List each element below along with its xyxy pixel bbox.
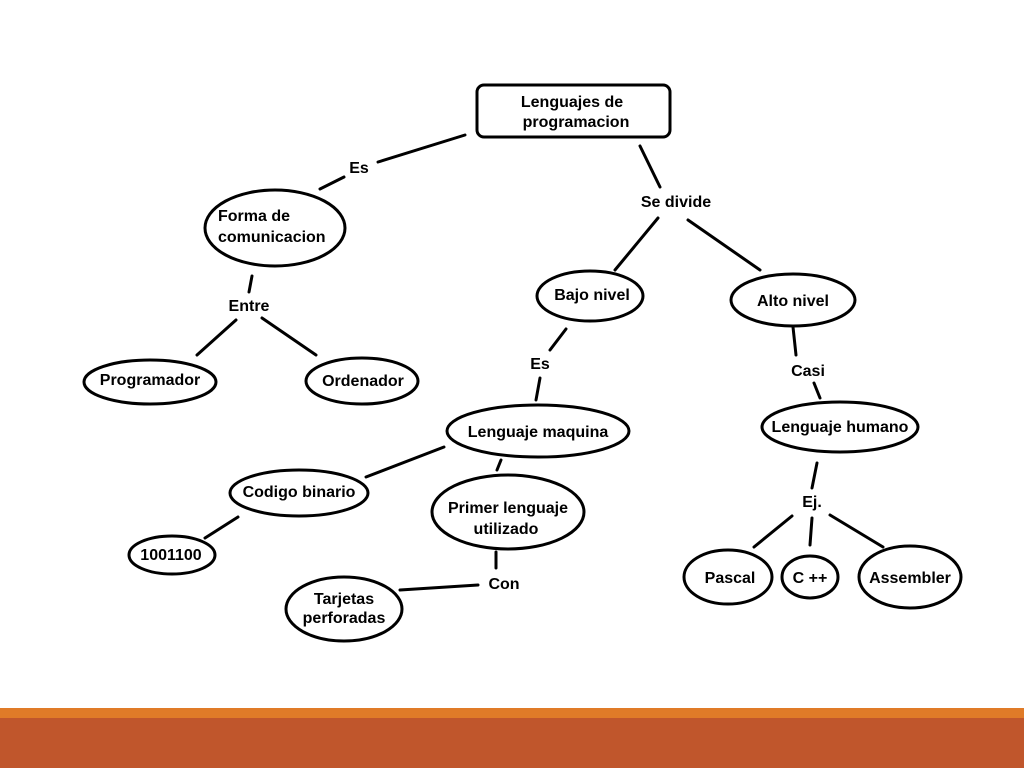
- connector: [548, 327, 568, 352]
- root-node: Lenguajes de programacion: [475, 83, 672, 139]
- connector: [376, 133, 467, 164]
- connector: [247, 274, 254, 294]
- node-label: Codigo binario: [243, 484, 356, 501]
- connector: [808, 516, 814, 547]
- node-1001100: 1001100: [127, 534, 217, 576]
- node-lenguaje-humano: Lenguaje humano: [760, 400, 920, 454]
- node-label: Alto nivel: [757, 293, 829, 310]
- node-label-line2: perforadas: [303, 610, 386, 627]
- connector: [534, 376, 542, 402]
- concept-map: Lenguajes de programacion Es Se divide E…: [82, 83, 963, 643]
- connector: [686, 218, 762, 272]
- node-label: C ++: [793, 570, 828, 587]
- node-pascal: Pascal: [682, 548, 774, 606]
- node-label-line2: utilizado: [474, 521, 539, 538]
- connector: [828, 513, 885, 549]
- node-label: Lenguaje humano: [772, 419, 909, 436]
- connector: [318, 175, 346, 191]
- connector: [752, 514, 794, 549]
- node-programador: Programador: [82, 358, 218, 406]
- node-label: Assembler: [869, 570, 951, 587]
- node-ordenador: Ordenador: [304, 356, 420, 406]
- link-label-es: Es: [349, 160, 369, 177]
- connector: [495, 458, 503, 472]
- link-label-ej: Ej.: [802, 494, 822, 511]
- footer-stripe-light: [0, 708, 1024, 718]
- root-label-line2: programacion: [523, 114, 630, 131]
- node-label: Lenguaje maquina: [468, 424, 609, 441]
- node-lenguaje-maquina: Lenguaje maquina: [445, 403, 631, 459]
- node-label: 1001100: [140, 547, 202, 564]
- node-primer-lenguaje-utilizado: Primer lenguaje utilizado: [430, 473, 586, 551]
- link-label-casi: Casi: [791, 363, 825, 380]
- node-label: Bajo nivel: [554, 287, 630, 304]
- connector: [810, 461, 819, 490]
- node-label: Ordenador: [322, 373, 404, 390]
- node-label-line2: comunicacion: [218, 229, 326, 246]
- connectors: [195, 133, 885, 592]
- link-label-es: Es: [530, 356, 550, 373]
- link-label-entre: Entre: [229, 298, 270, 315]
- connector: [613, 216, 660, 272]
- connector: [364, 445, 446, 479]
- node-assembler: Assembler: [857, 544, 963, 610]
- footer-stripe-dark: [0, 718, 1024, 768]
- node-label-line1: Primer lenguaje: [448, 500, 568, 517]
- node-label: Pascal: [705, 570, 756, 587]
- node-c-plus-plus: C ++: [780, 554, 840, 600]
- node-bajo-nivel: Bajo nivel: [535, 269, 645, 323]
- node-tarjetas-perforadas: Tarjetas perforadas: [284, 575, 404, 643]
- node-forma-de-comunicacion: Forma de comunicacion: [203, 188, 347, 268]
- connector: [203, 515, 240, 540]
- link-label-con: Con: [488, 576, 519, 593]
- root-label-line1: Lenguajes de: [521, 94, 623, 111]
- node-label-line1: Tarjetas: [314, 591, 374, 608]
- node-alto-nivel: Alto nivel: [729, 272, 857, 328]
- node-codigo-binario: Codigo binario: [228, 468, 370, 518]
- connector: [398, 583, 480, 592]
- connector: [638, 144, 662, 189]
- link-label-se-divide: Se divide: [641, 194, 711, 211]
- node-label-line1: Forma de: [218, 208, 290, 225]
- connector: [791, 325, 798, 357]
- node-label: Programador: [100, 372, 200, 389]
- connector: [812, 381, 822, 400]
- connector: [195, 318, 238, 357]
- connector: [260, 316, 318, 357]
